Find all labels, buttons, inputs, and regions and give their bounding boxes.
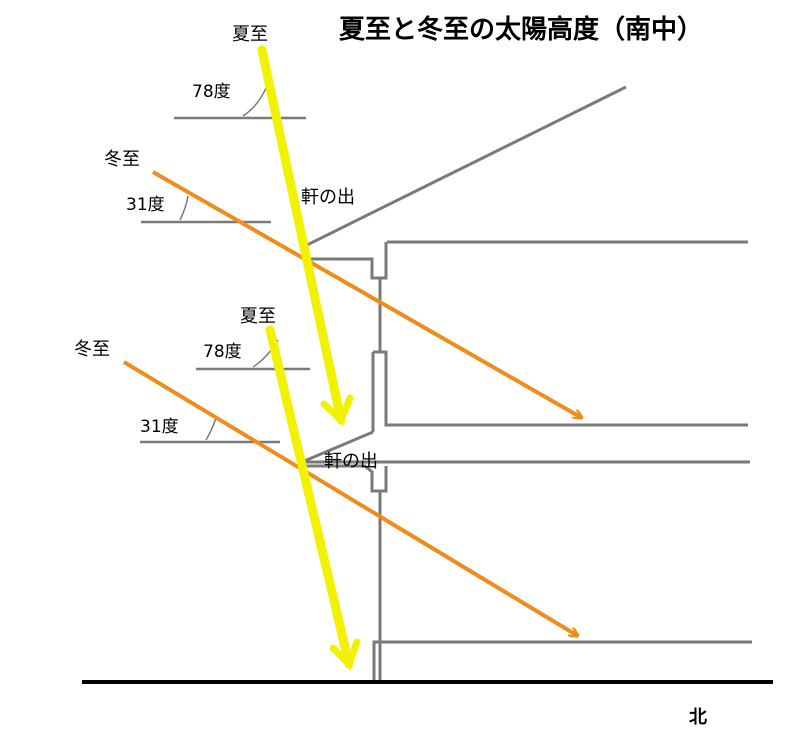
lower-winter-angle: 31度: [140, 417, 179, 437]
upper-reference: [141, 87, 306, 224]
lower-eave: [301, 430, 750, 464]
upper-eave-label: 軒の出: [301, 187, 355, 208]
lower-summer-label: 夏至: [240, 306, 276, 327]
floor-line: [372, 640, 752, 680]
page-title: 夏至と冬至の太陽高度（南中）: [339, 14, 703, 45]
direction-north-label: 北: [689, 707, 707, 728]
upper-winter-ray: [152, 170, 582, 418]
upper-summer-angle-arc: [242, 87, 267, 117]
lower-winter-ray: [122, 360, 578, 636]
upper-eave-soffit: [309, 242, 388, 280]
roof-line: [305, 85, 627, 252]
building-section: [301, 85, 752, 682]
upper-winter-angle: 31度: [126, 195, 165, 215]
lower-winter-label: 冬至: [74, 339, 110, 360]
upper-winter-angle-arc: [179, 195, 189, 221]
lower-summer-angle: 78度: [203, 342, 242, 362]
lower-eave-soffit: [302, 464, 388, 493]
upper-summer-label: 夏至: [232, 24, 268, 45]
lower-winter-angle-arc: [205, 417, 217, 441]
lower-eave-label: 軒の出: [324, 451, 378, 472]
upper-summer-angle: 78度: [192, 82, 231, 102]
upper-winter-label: 冬至: [104, 149, 140, 170]
lower-summer-ray: [265, 325, 361, 671]
upper-summer-ray: [257, 45, 354, 427]
wall-middle-box: [373, 350, 748, 427]
